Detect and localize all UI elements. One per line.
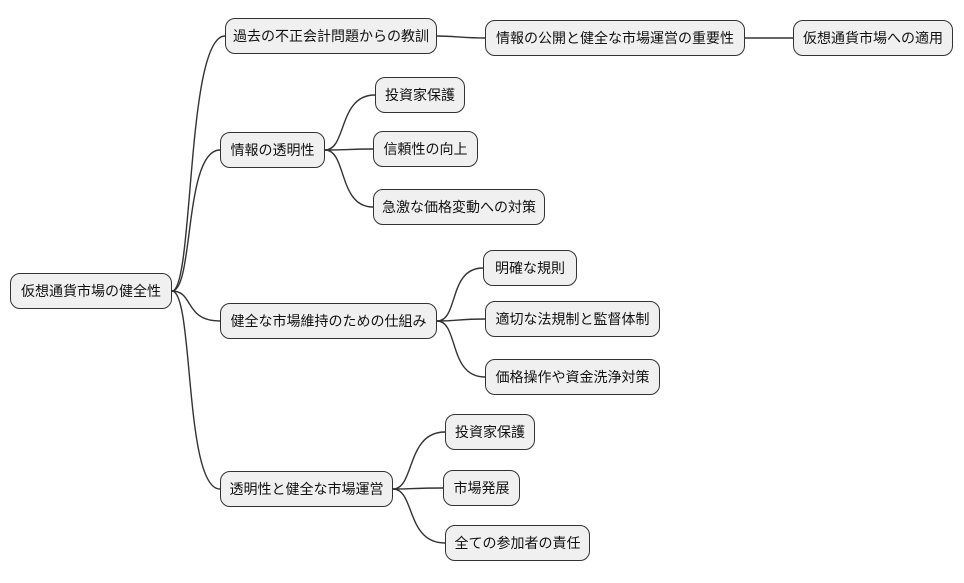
mindmap-node-branch3-child3: 価格操作や資金洗浄対策 (485, 359, 660, 395)
connector-branch3-to-child1 (436, 267, 484, 322)
mindmap-node-branch3-child1: 明確な規則 (483, 250, 577, 286)
connector-branch2-to-child2 (324, 148, 374, 151)
mindmap-node-branch3: 健全な市場維持のための仕組み (220, 303, 437, 339)
mindmap-node-branch2-child1: 投資家保護 (375, 77, 465, 113)
connector-root-to-branch2 (171, 149, 221, 292)
mindmap-node-branch4-child1: 投資家保護 (445, 414, 535, 450)
mindmap-node-branch1-child1: 情報の公開と健全な市場運営の重要性 (485, 20, 745, 56)
connector-branch4-to-child2 (392, 487, 444, 490)
mindmap-node-branch2-child2: 信頼性の向上 (373, 131, 478, 167)
connector-root-to-branch4 (171, 290, 221, 490)
connector-root-to-branch1 (171, 35, 226, 292)
connector-branch2-to-child3 (324, 149, 374, 208)
mindmap-node-branch4: 透明性と健全な市場運営 (220, 471, 393, 507)
connector-branch4-to-child3 (392, 488, 446, 544)
mindmap-node-branch2-child3: 急激な価格変動への対策 (373, 189, 545, 225)
mindmap-node-branch4-child2: 市場発展 (443, 470, 520, 506)
connector-branch3-to-child3 (436, 320, 486, 378)
connector-root-to-branch3 (171, 290, 221, 322)
connector-branch3-to-child2 (436, 318, 486, 322)
mindmap-node-branch2: 情報の透明性 (220, 132, 325, 168)
mindmap-node-branch1: 過去の不正会計問題からの教訓 (225, 18, 437, 54)
mindmap-node-branch4-child3: 全ての参加者の責任 (445, 525, 590, 561)
connector-branch2-to-child1 (324, 94, 376, 151)
connector-branch4-to-child1 (392, 431, 446, 490)
mindmap-node-branch1-child2: 仮想通貨市場への適用 (793, 20, 953, 56)
connector-branch1-to-child1 (436, 35, 486, 39)
mindmap-node-root: 仮想通貨市場の健全性 (10, 273, 172, 309)
mindmap-node-branch3-child2: 適切な法規制と監督体制 (485, 301, 660, 337)
